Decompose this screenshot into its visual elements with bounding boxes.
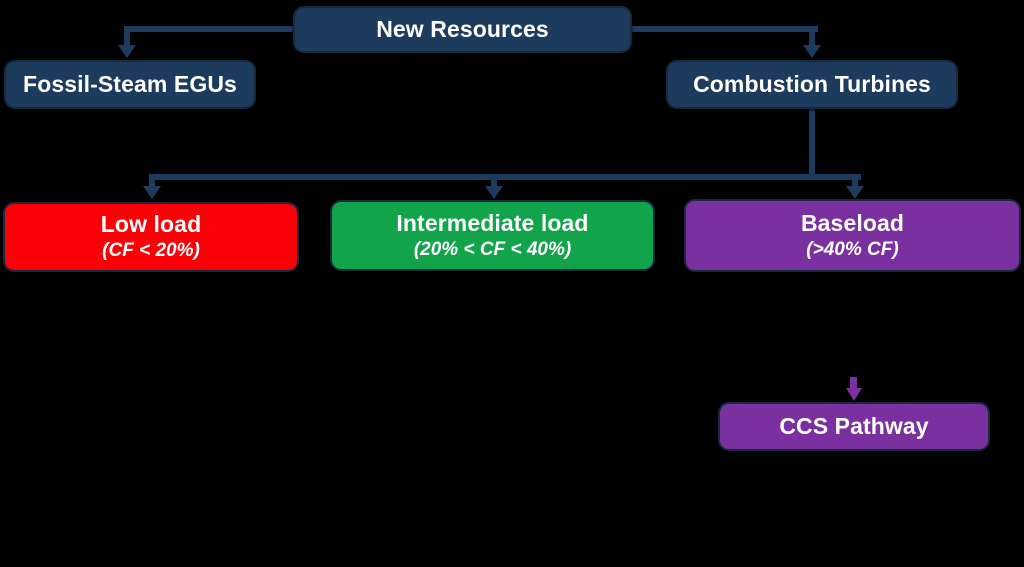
node-baseload[interactable]: Baseload (>40% CF) bbox=[684, 199, 1021, 272]
connector-new-resources-to-combustion-vertical bbox=[809, 26, 815, 47]
connector-new-resources-to-combustion-horizontal bbox=[628, 26, 818, 32]
arrow-into-baseload bbox=[846, 186, 864, 199]
node-ccs-pathway-title: CCS Pathway bbox=[779, 412, 929, 439]
connector-bus-to-baseload-vertical bbox=[852, 174, 858, 189]
node-low-load-subtitle: (CF < 20%) bbox=[102, 240, 200, 262]
connector-baseload-to-ccs-vertical bbox=[850, 377, 857, 390]
connector-new-resources-to-fossil-steam-vertical bbox=[124, 26, 130, 47]
connector-combustion-trunk-vertical bbox=[809, 105, 815, 180]
node-baseload-subtitle: (>40% CF) bbox=[806, 238, 899, 260]
node-low-load[interactable]: Low load (CF < 20%) bbox=[3, 202, 299, 272]
connector-bus-to-intermediate-load-vertical bbox=[491, 174, 497, 189]
node-combustion-turbines[interactable]: Combustion Turbines bbox=[666, 60, 958, 109]
node-new-resources-title: New Resources bbox=[376, 15, 549, 42]
arrow-into-intermediate-load bbox=[485, 186, 503, 199]
node-intermediate-load[interactable]: Intermediate load (20% < CF < 40%) bbox=[330, 200, 655, 271]
node-baseload-title: Baseload bbox=[800, 209, 905, 236]
node-ccs-pathway[interactable]: CCS Pathway bbox=[718, 402, 990, 451]
node-combustion-turbines-title: Combustion Turbines bbox=[693, 70, 931, 97]
node-fossil-steam-egus-title: Fossil-Steam EGUs bbox=[23, 70, 237, 97]
connector-load-bus-horizontal bbox=[149, 174, 861, 180]
arrow-into-low-load bbox=[143, 186, 161, 199]
node-new-resources[interactable]: New Resources bbox=[293, 6, 632, 53]
node-low-load-title: Low load bbox=[100, 211, 202, 238]
node-intermediate-load-title: Intermediate load bbox=[396, 209, 589, 236]
arrow-into-combustion-turbines bbox=[803, 45, 821, 58]
arrow-into-fossil-steam bbox=[118, 45, 136, 58]
connector-bus-to-low-load-vertical bbox=[149, 174, 155, 189]
arrow-into-ccs-pathway bbox=[846, 388, 862, 401]
node-intermediate-load-subtitle: (20% < CF < 40%) bbox=[413, 238, 572, 260]
connector-new-resources-to-fossil-steam-horizontal bbox=[124, 26, 296, 32]
node-fossil-steam-egus[interactable]: Fossil-Steam EGUs bbox=[4, 60, 256, 109]
